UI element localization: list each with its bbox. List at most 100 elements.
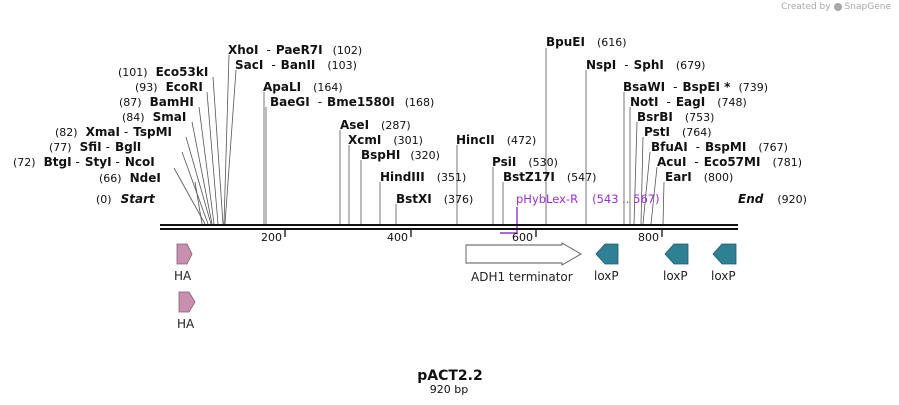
site-xmai-name1: XmaI	[86, 125, 120, 139]
site-bsawi-pos: (739)	[738, 81, 768, 94]
site-btgi-name1: BtgI	[44, 155, 72, 169]
site-smai-name: SmaI	[153, 110, 187, 124]
start-pos: (0)	[96, 193, 112, 206]
site-baegi-name1: BaeGI	[270, 95, 310, 109]
site-eari: EarI(800)	[665, 170, 733, 184]
site-smai-pos: (84)	[122, 111, 145, 124]
site-sfii-name2: BglI	[115, 140, 141, 154]
site-bsphi-pos: (320)	[410, 149, 440, 162]
site-bamhi: (87)BamHI	[119, 95, 194, 109]
site-xcmi-pos: (301)	[393, 134, 423, 147]
site-psii: PsiI(530)	[492, 155, 558, 169]
leader-btgi	[173, 167, 206, 225]
site-saci-name1: SacI	[235, 58, 263, 72]
leader-bsrbi	[633, 121, 638, 225]
start-label: (0) Start	[96, 192, 156, 206]
feature-loxp-2[interactable]: loxP	[663, 243, 689, 283]
site-acui: AcuI-Eco57MI(781)	[657, 155, 802, 169]
site-hincii: HincII(472)	[456, 133, 536, 147]
site-bstxi-name: BstXI	[396, 192, 432, 206]
leader-ecori	[206, 91, 219, 225]
leader-smai	[191, 121, 213, 225]
site-hincii-pos: (472)	[507, 134, 537, 147]
feature-ha-2[interactable]: HA	[177, 291, 196, 331]
feature-ha-1[interactable]: HA	[174, 243, 193, 283]
site-hindiii: HindIII(351)	[380, 170, 466, 184]
site-noti-name2: EagI	[676, 95, 705, 109]
site-xhoi-name2: PaeR7I	[276, 43, 323, 57]
site-xhoi-pos: (102)	[333, 44, 363, 57]
site-bamhi-pos: (87)	[119, 96, 142, 109]
loxp-arrow-icon	[664, 243, 689, 265]
site-sfii-name1: SfiI	[80, 140, 102, 154]
site-saci-name2: BanII	[281, 58, 316, 72]
site-bsrbi-name: BsrBI	[637, 110, 673, 124]
backbone	[160, 224, 738, 230]
feature-label-loxp-2: loxP	[663, 269, 688, 283]
site-asei: AseI(287)	[340, 118, 411, 132]
branding-name: SnapGene	[844, 2, 891, 12]
site-ecori-pos: (93)	[135, 81, 158, 94]
feature-loxp-1[interactable]: loxP	[594, 243, 619, 283]
site-psti-pos: (764)	[682, 126, 712, 139]
feature-label-loxp-1: loxP	[594, 269, 619, 283]
site-bsrbi: BsrBI(753)	[637, 110, 714, 124]
site-psti-name: PstI	[644, 125, 670, 139]
leader-acui	[650, 166, 658, 225]
site-bsphi: BspHI (320)	[361, 148, 440, 162]
feature-label-ha-1: HA	[174, 269, 192, 283]
feature-loxp-3[interactable]: loxP	[711, 243, 737, 283]
site-nspi-name2: SphI	[634, 58, 664, 72]
site-bsphi-name: BspHI	[361, 148, 400, 162]
primer-phyblex-r[interactable]: pHybLex-R (543 .. 567)	[500, 192, 660, 234]
site-bsawi: BsaWI-BspEI *(739)	[623, 80, 768, 94]
site-noti: NotI-EagI(748)	[630, 95, 747, 109]
site-bstxi-pos: (376)	[444, 193, 474, 206]
tick-label-600: 600	[512, 231, 533, 244]
site-xcmi: XcmI (301)	[348, 133, 423, 147]
site-btgi-name3: NcoI	[125, 155, 155, 169]
leader-bamhi	[198, 106, 215, 225]
site-psii-pos: (530)	[528, 156, 558, 169]
leader-xmai	[185, 136, 212, 225]
site-saci-pos: (103)	[327, 59, 357, 72]
ha-arrow-icon	[178, 291, 196, 313]
site-eco53ki-name: Eco53kI	[156, 65, 209, 79]
map-length: 920 bp	[430, 383, 468, 396]
start-text: Start	[121, 192, 156, 206]
primer-range: (543 .. 567)	[592, 192, 660, 206]
site-psti: PstI (764)	[644, 125, 712, 139]
leader-psti	[640, 136, 644, 225]
site-apali: ApaLI (164)	[263, 80, 343, 94]
site-xhoi: XhoI-PaeR7I(102)	[228, 43, 362, 57]
site-apali-pos: (164)	[313, 81, 343, 94]
primer-name: pHybLex-R	[516, 192, 578, 206]
feature-adh1-terminator[interactable]: ADH1 terminator	[465, 242, 582, 284]
site-leader-lines	[173, 48, 665, 225]
site-bstz17i: BstZ17I(547)	[503, 170, 596, 184]
leader-bfuai	[642, 151, 651, 225]
site-saci: SacI-BanII(103)	[235, 58, 357, 72]
site-eco53ki-pos: (101)	[118, 66, 148, 79]
primer-arrow	[500, 207, 518, 234]
site-xmai-name2: TspMI	[133, 125, 172, 139]
site-bpuei-name: BpuEI	[546, 35, 585, 49]
site-baegi-pos: (168)	[405, 96, 435, 109]
site-apali-name: ApaLI	[263, 80, 301, 94]
site-nspi-pos: (679)	[676, 59, 706, 72]
leader-xhoi	[223, 54, 230, 225]
site-bpuei-pos: (616)	[597, 36, 627, 49]
site-xcmi-name: XcmI	[348, 133, 381, 147]
feature-label-ha-2: HA	[177, 317, 195, 331]
site-bfuai: BfuAI-BspMI(767)	[651, 140, 788, 154]
site-eari-name: EarI	[665, 170, 692, 184]
map-title: pACT2.2	[417, 368, 482, 384]
ha-arrow-icon	[176, 243, 193, 265]
site-sfii: (77)SfiI-BglI	[49, 140, 141, 154]
site-bstxi: BstXI (376)	[396, 192, 473, 206]
site-xmai-pos: (82)	[55, 126, 78, 139]
site-ecori-name: EcoRI	[166, 80, 203, 94]
feature-label-loxp-3: loxP	[711, 269, 736, 283]
site-nspi: NspI-SphI(679)	[586, 58, 705, 72]
tick-label-800: 800	[638, 231, 659, 244]
